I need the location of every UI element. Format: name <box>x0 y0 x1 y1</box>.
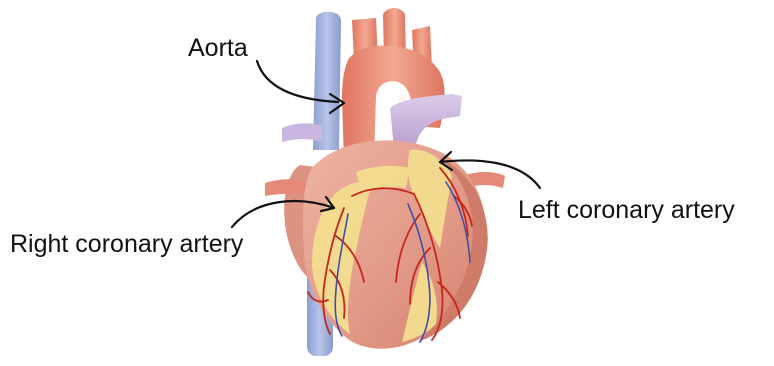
pulmonary-artery <box>390 94 462 148</box>
right-coronary-artery-label: Right coronary artery <box>10 232 243 257</box>
aorta-label: Aorta <box>188 36 248 61</box>
left-coronary-artery-label: Left coronary artery <box>518 198 735 223</box>
